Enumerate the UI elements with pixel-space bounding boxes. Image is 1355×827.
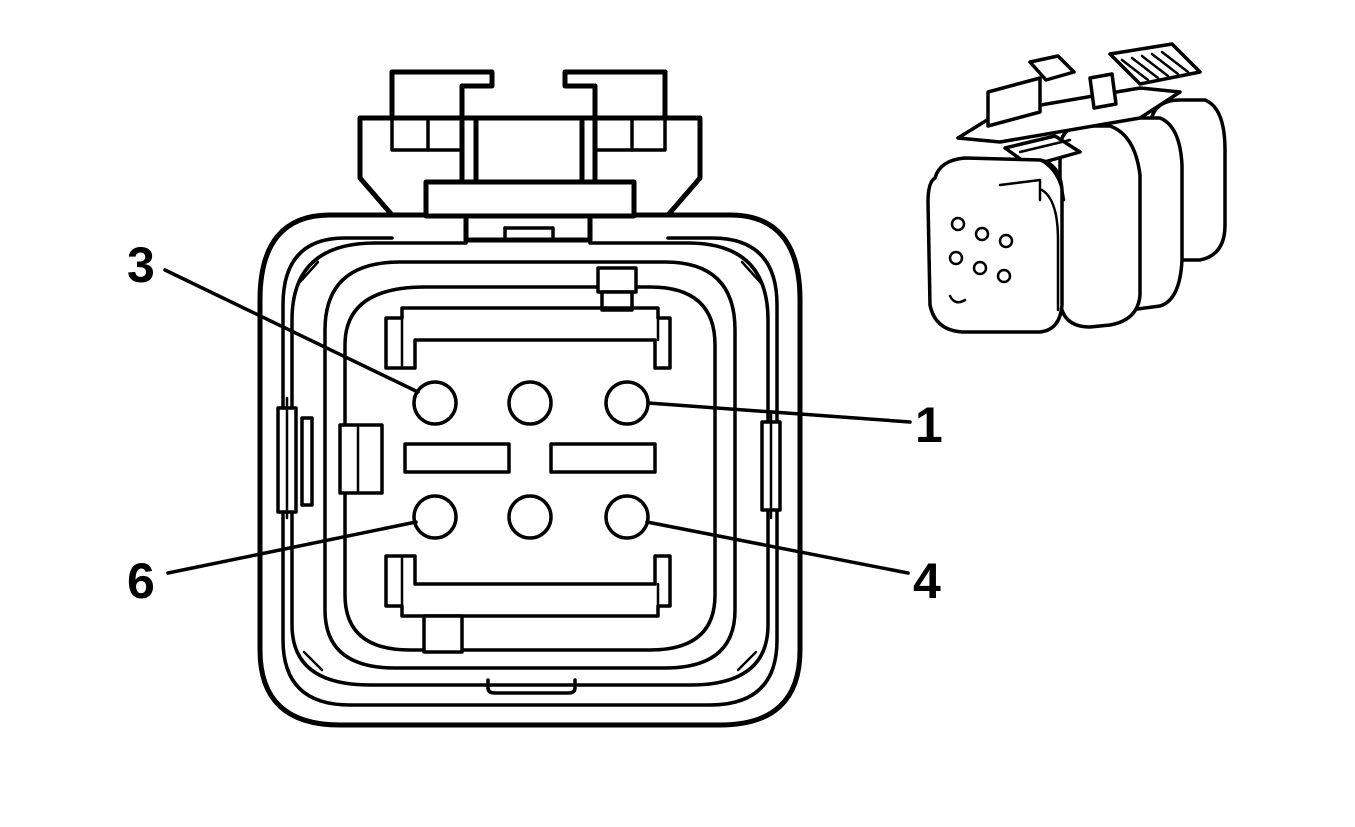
pin-cavity-2 [507, 380, 553, 426]
pin-cavity-1 [604, 380, 650, 426]
pin-cavity-5 [507, 494, 553, 540]
connector-side-rails [276, 396, 782, 520]
pin-label-3: 3 [127, 237, 155, 293]
iso-pin-hole-3 [998, 233, 1014, 249]
terminal-position-assurance-bottom [384, 554, 672, 654]
pin-label-4: 4 [913, 553, 941, 609]
pin-label-6: 6 [127, 553, 155, 609]
connector-housing [257, 212, 803, 728]
connector-latch [357, 69, 703, 243]
center-key-bar-right [549, 442, 657, 474]
connector-face-view [257, 69, 803, 728]
connector-isometric-view [926, 42, 1227, 334]
iso-pin-hole-2 [974, 226, 990, 242]
iso-pin-hole-4 [948, 250, 964, 266]
terminal-position-assurance-top [384, 266, 672, 370]
pin-cavity-6 [412, 494, 458, 540]
leader-line-pin-6 [166, 520, 418, 575]
iso-pin-hole-1 [950, 216, 966, 232]
iso-pin-hole-6 [996, 268, 1012, 284]
pin-cavity-3 [412, 380, 458, 426]
pin-cavity-4 [604, 494, 650, 540]
leader-line-pin-1 [646, 401, 912, 424]
pin-label-1: 1 [915, 397, 943, 453]
leader-line-pin-3 [163, 268, 420, 394]
leader-line-pin-4 [645, 520, 910, 575]
iso-pin-hole-5 [972, 260, 988, 276]
center-key-bar-left [403, 442, 511, 474]
